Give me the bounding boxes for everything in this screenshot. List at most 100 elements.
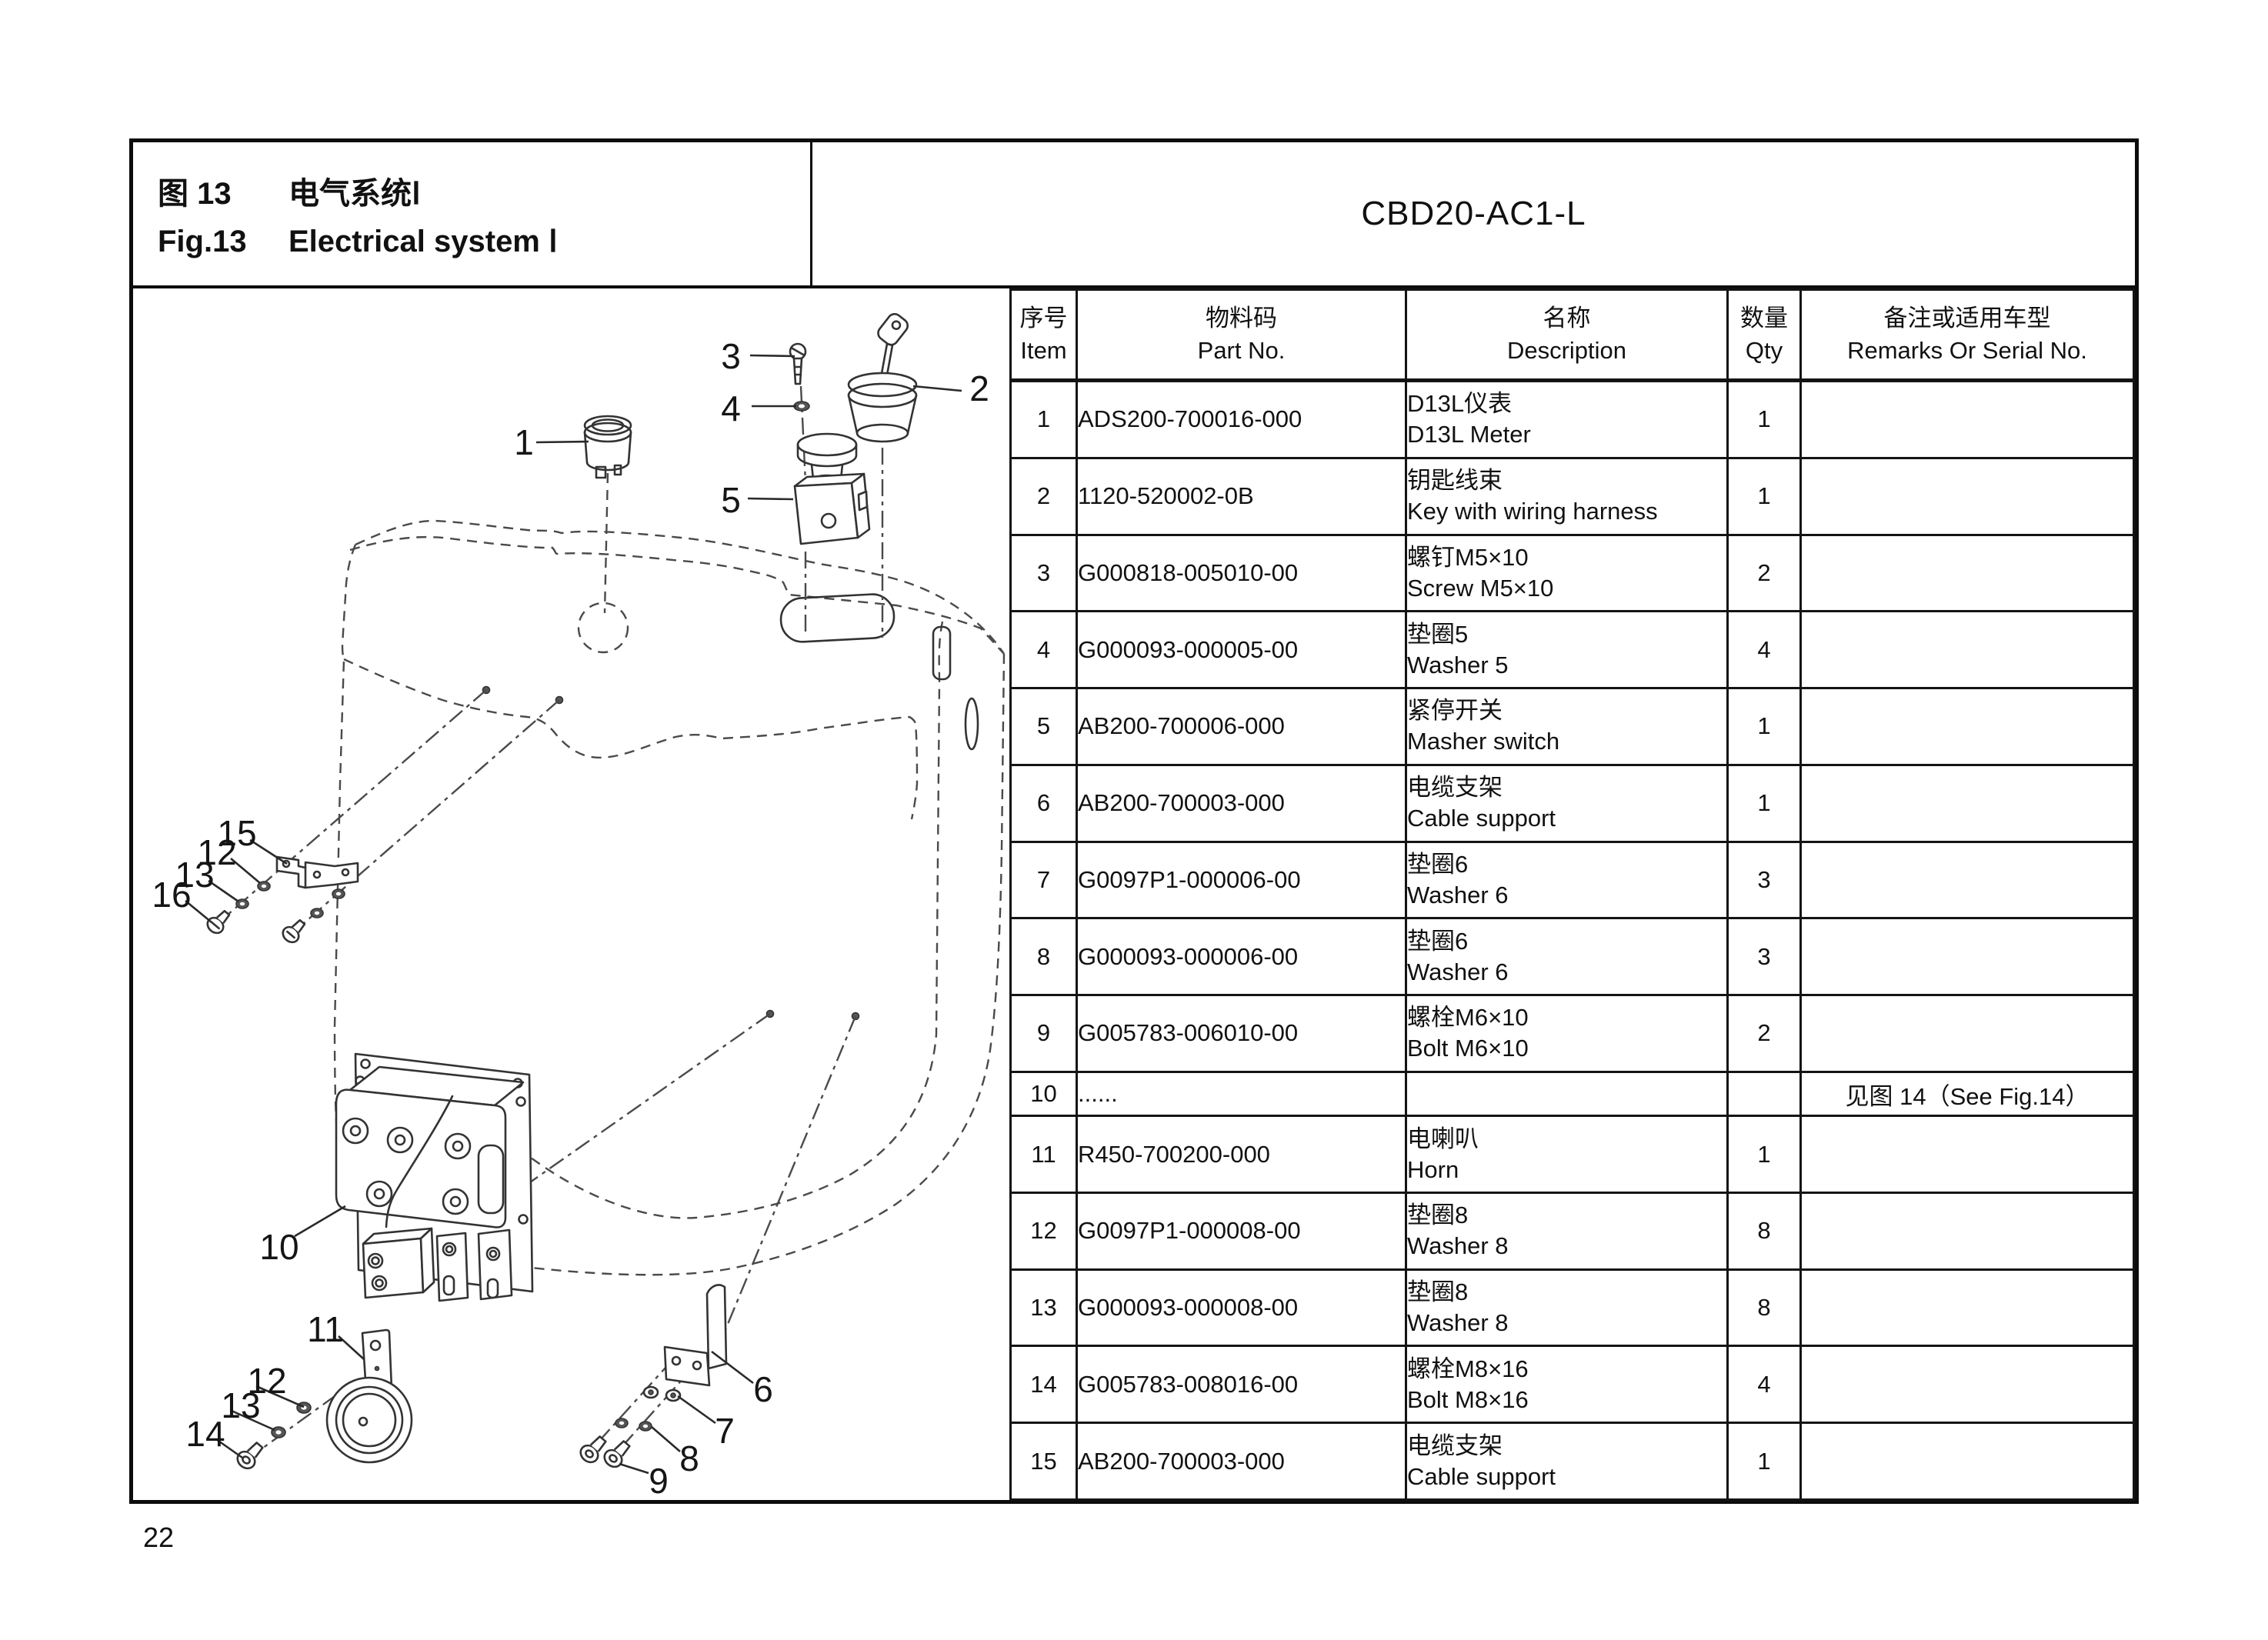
horn-drawing [325, 1328, 413, 1464]
callout-1: 1 [514, 422, 534, 462]
title-band: 图 13 电气系统Ⅰ Fig.13 Electrical system Ⅰ CB… [133, 142, 2135, 288]
cell-remarks [1799, 993, 2135, 1073]
table-row: 8 G000093-000006-00 垫圈6 Washer 6 3 [1009, 917, 2135, 996]
cell-description: 垫圈8 Washer 8 [1405, 1192, 1729, 1271]
description-zh: 电喇叭 [1407, 1125, 1479, 1152]
cell-qty: 2 [1726, 533, 1802, 613]
cell-qty: 4 [1726, 610, 1802, 690]
callout-9: 9 [649, 1461, 669, 1501]
callout-16: 16 [152, 875, 192, 915]
deck-slot [779, 593, 896, 643]
deck-tab [932, 625, 952, 681]
cell-remarks [1799, 610, 2135, 690]
cell-part-no: AB200-700006-000 [1076, 687, 1407, 766]
cell-qty: 1 [1726, 379, 1802, 459]
exploded-diagram: 1 2 3 4 5 6 7 8 9 10 11 15 12 13 16 12 1… [135, 290, 1019, 1505]
cell-part-no: G0097P1-000008-00 [1076, 1192, 1407, 1271]
cell-qty: 1 [1726, 763, 1802, 843]
cell-qty: 1 [1726, 1115, 1802, 1195]
cell-description: 垫圈8 Washer 8 [1405, 1268, 1729, 1348]
cell-qty: 1 [1726, 687, 1802, 766]
side-oval [964, 697, 979, 751]
description-zh: 垫圈8 [1407, 1202, 1469, 1229]
figure-number-zh: 图 13 [158, 177, 232, 211]
table-row: 4 G000093-000005-00 垫圈5 Washer 5 4 [1009, 610, 2135, 690]
cell-description: 螺钉M5×10 Screw M5×10 [1405, 533, 1729, 613]
cell-remarks [1799, 533, 2135, 613]
table-row: 5 AB200-700006-000 紧停开关 Masher switch 1 [1009, 687, 2135, 766]
cell-description: 垫圈6 Washer 6 [1405, 917, 1729, 996]
description-en: Key with wiring harness [1407, 498, 1658, 525]
cell-item: 15 [1009, 1422, 1078, 1501]
table-row: 15 AB200-700003-000 电缆支架 Cable support 1 [1009, 1422, 2135, 1501]
table-row: 2 1120-520002-0B 钥匙线束 Key with wiring ha… [1009, 456, 2135, 536]
description-en: Bolt M6×10 [1407, 1035, 1529, 1062]
callout-14: 14 [185, 1414, 225, 1454]
callout-5: 5 [721, 480, 741, 520]
description-en: Horn [1407, 1155, 1459, 1183]
cell-part-no: G0097P1-000006-00 [1076, 840, 1407, 920]
description-zh: 电缆支架 [1407, 774, 1503, 802]
cell-description: 垫圈6 Washer 6 [1405, 840, 1729, 920]
cell-remarks [1799, 1422, 2135, 1501]
panel-grommets [342, 1117, 472, 1215]
cell-remarks [1799, 917, 2135, 996]
cell-item: 14 [1009, 1345, 1078, 1425]
cell-part-no: ADS200-700016-000 [1076, 379, 1407, 459]
cell-remarks [1799, 1268, 2135, 1348]
description-en: D13L Meter [1407, 421, 1531, 448]
callout-15: 15 [217, 813, 257, 853]
description-zh: 螺栓M6×10 [1407, 1004, 1529, 1032]
page-number: 22 [143, 1522, 175, 1553]
description-en: Masher switch [1407, 728, 1560, 755]
cell-remarks [1799, 840, 2135, 920]
cell-qty [1726, 1070, 1802, 1118]
cell-description: 电喇叭 Horn [1405, 1115, 1729, 1195]
description-zh: 垫圈8 [1407, 1278, 1469, 1306]
description-zh: 螺栓M8×16 [1407, 1355, 1529, 1382]
table-row: 10 ...... 见图 14（See Fig.14） [1009, 1070, 2135, 1118]
table-row: 9 G005783-006010-00 螺栓M6×10 Bolt M6×10 2 [1009, 993, 2135, 1073]
description-en: Washer 5 [1407, 651, 1509, 678]
description-en: Cable support [1407, 1462, 1556, 1490]
cell-remarks [1799, 1345, 2135, 1425]
callout-6: 6 [753, 1369, 773, 1409]
callout-12b: 12 [247, 1361, 287, 1401]
figure-number-en: Fig.13 [158, 225, 247, 258]
cell-item: 2 [1009, 456, 1078, 536]
description-en: Bolt M8×16 [1407, 1385, 1529, 1413]
description-zh: 钥匙线束 [1407, 467, 1503, 495]
description-en: Washer 8 [1407, 1309, 1509, 1337]
key-switch-drawing [847, 312, 918, 443]
description-zh: 螺钉M5×10 [1407, 544, 1529, 571]
chassis-outline [333, 519, 1006, 1276]
masher-switch-drawing [793, 432, 871, 545]
cell-item: 12 [1009, 1192, 1078, 1271]
cell-description: 电缆支架 Cable support [1405, 763, 1729, 843]
description-zh: 垫圈5 [1407, 620, 1469, 648]
cell-qty: 8 [1726, 1192, 1802, 1271]
description-zh: 电缆支架 [1407, 1432, 1503, 1459]
meter-drawing [583, 415, 632, 479]
figure-title-zh: 图 13 电气系统Ⅰ [158, 168, 810, 213]
description-zh: 垫圈6 [1407, 927, 1469, 955]
cell-item: 6 [1009, 763, 1078, 843]
callout-11: 11 [307, 1309, 344, 1349]
table-row: 14 G005783-008016-00 螺栓M8×16 Bolt M8×16 … [1009, 1345, 2135, 1425]
cell-remarks: 见图 14（See Fig.14） [1799, 1070, 2135, 1118]
callout-4: 4 [721, 388, 741, 428]
cell-item: 11 [1009, 1115, 1078, 1195]
table-row: 6 AB200-700003-000 电缆支架 Cable support 1 [1009, 763, 2135, 843]
callout-13: 13 [175, 855, 215, 895]
cell-remarks [1799, 1115, 2135, 1195]
cell-part-no: G000093-000008-00 [1076, 1268, 1407, 1348]
cell-item: 1 [1009, 379, 1078, 459]
cell-qty: 3 [1726, 917, 1802, 996]
cell-part-no: AB200-700003-000 [1076, 1422, 1407, 1501]
